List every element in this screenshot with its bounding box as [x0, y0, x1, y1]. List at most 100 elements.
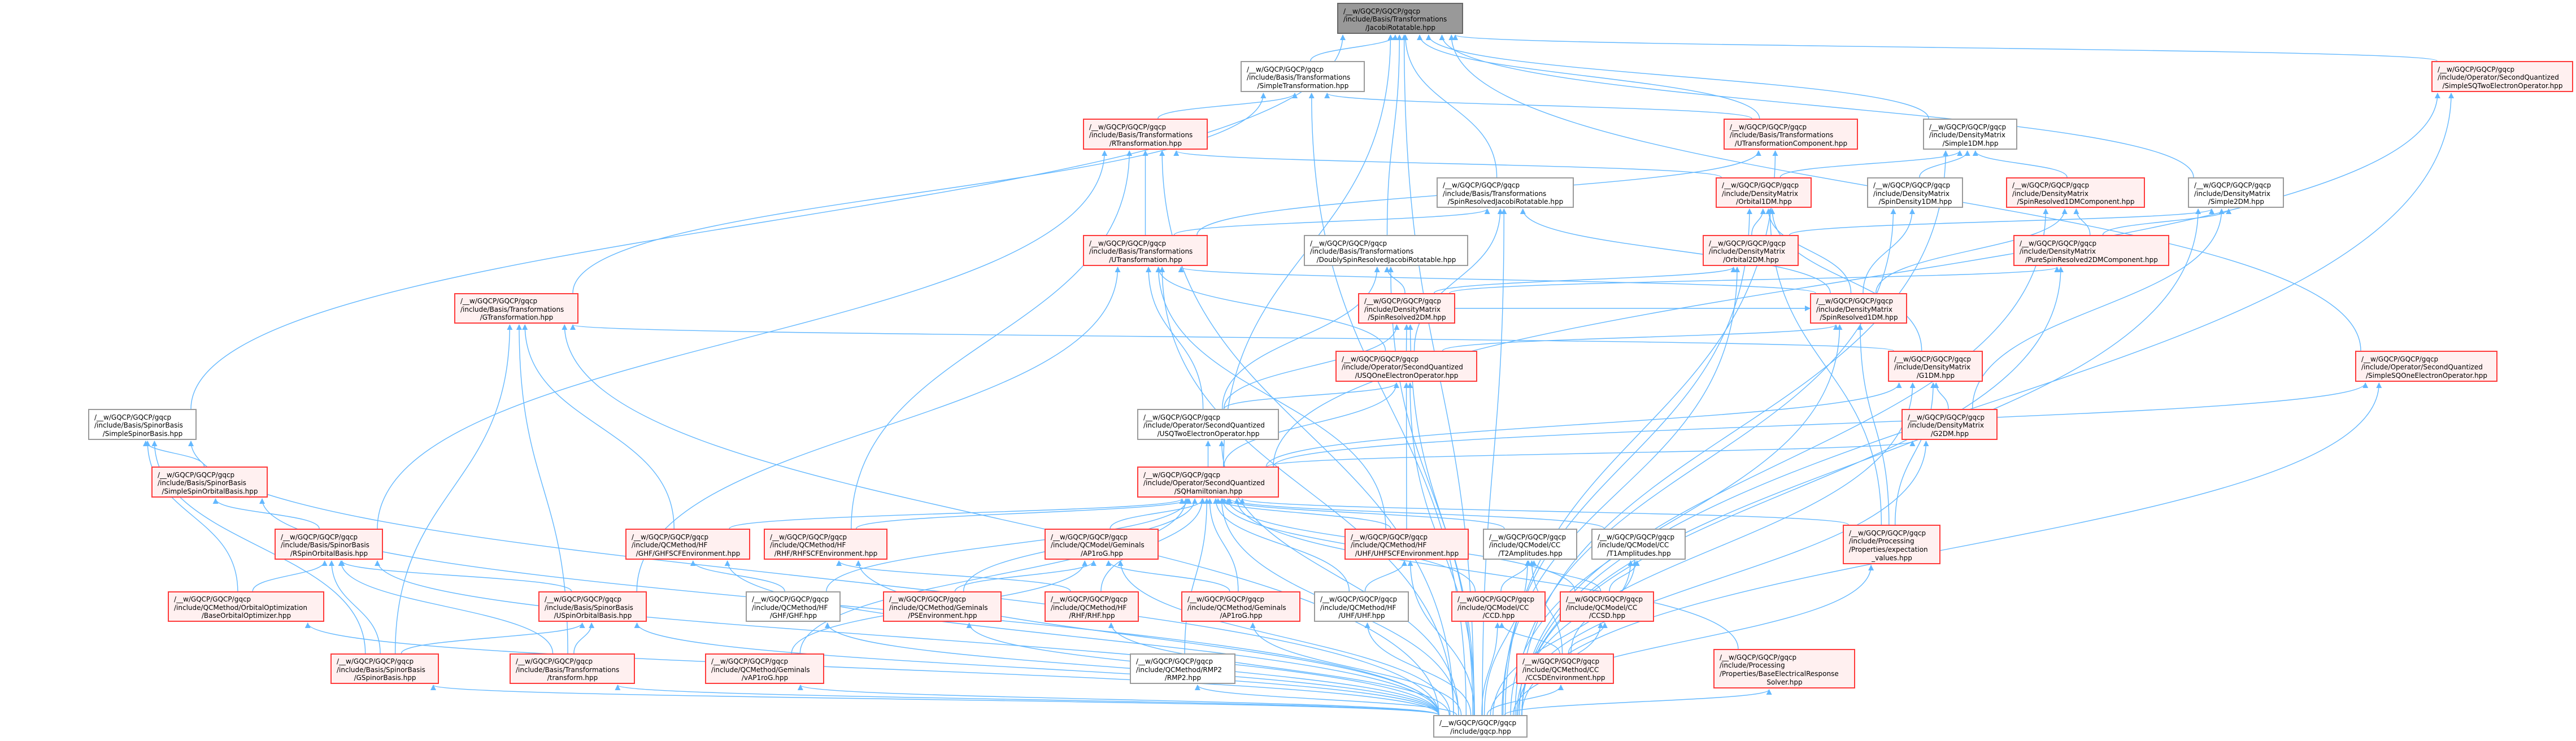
graph-node-ghf[interactable]: /__w/GQCP/GQCP/gqcp/include/QCMethod/HF/… — [746, 591, 841, 622]
node-label-line: /include/QCMethod/HF — [1351, 541, 1427, 550]
graph-node-usqone[interactable]: /__w/GQCP/GQCP/gqcp/include/Operator/Sec… — [1335, 351, 1477, 382]
graph-node-rmp2[interactable]: /__w/GQCP/GQCP/gqcp/include/QCMethod/RMP… — [1130, 653, 1235, 684]
graph-node-g2dm[interactable]: /__w/GQCP/GQCP/gqcp/include/DensityMatri… — [1901, 409, 1998, 440]
graph-node-orbital2dm[interactable]: /__w/GQCP/GQCP/gqcp/include/DensityMatri… — [1703, 235, 1799, 266]
graph-node-rtrans[interactable]: /__w/GQCP/GQCP/gqcp/include/Basis/Transf… — [1083, 119, 1208, 150]
dependency-edge — [1159, 267, 1454, 716]
graph-node-vap1rog[interactable]: /__w/GQCP/GQCP/gqcp/include/QCMethod/Gem… — [705, 653, 824, 684]
node-label-line: /JacobiRotatable.hpp — [1365, 23, 1436, 32]
node-label-line: /include/DensityMatrix — [1908, 421, 1984, 430]
dependency-edge — [1434, 267, 1737, 294]
graph-node-uhfscf[interactable]: /__w/GQCP/GQCP/gqcp/include/QCMethod/HF/… — [1344, 529, 1469, 560]
dependency-edge — [570, 324, 1894, 351]
graph-node-sr1dmcomp[interactable]: /__w/GQCP/GQCP/gqcp/include/DensityMatri… — [2006, 177, 2145, 208]
graph-node-ap1rog-model[interactable]: /__w/GQCP/GQCP/gqcp/include/QCModel/Gemi… — [1045, 529, 1159, 560]
graph-node-sqone-simple[interactable]: /__w/GQCP/GQCP/gqcp/include/Operator/Sec… — [2355, 351, 2497, 382]
graph-node-dsrjacobi[interactable]: /__w/GQCP/GQCP/gqcp/include/Basis/Transf… — [1304, 235, 1468, 266]
node-label-line: /include/Basis/SpinorBasis — [281, 541, 369, 550]
graph-node-ccsd[interactable]: /__w/GQCP/GQCP/gqcp/include/QCModel/CC/C… — [1560, 591, 1654, 622]
dependency-edge — [339, 560, 572, 592]
dependency-edge — [1222, 267, 1380, 409]
node-label-line: /__w/GQCP/GQCP/gqcp — [1187, 595, 1265, 604]
dependency-edge — [1520, 208, 1831, 294]
graph-node-sr2dm[interactable]: /__w/GQCP/GQCP/gqcp/include/DensityMatri… — [1358, 293, 1455, 324]
graph-node-t1[interactable]: /__w/GQCP/GQCP/gqcp/include/QCModel/CC/T… — [1591, 529, 1686, 560]
graph-node-rhf[interactable]: /__w/GQCP/GQCP/gqcp/include/QCMethod/HF/… — [1045, 591, 1139, 622]
dependency-edge — [954, 560, 1096, 592]
graph-node-baseopt[interactable]: /__w/GQCP/GQCP/gqcp/include/QCMethod/Orb… — [168, 591, 324, 622]
graph-node-ccd[interactable]: /__w/GQCP/GQCP/gqcp/include/QCModel/CC/C… — [1451, 591, 1546, 622]
node-label-line: /__w/GQCP/GQCP/gqcp — [281, 533, 358, 541]
graph-node-transform[interactable]: /__w/GQCP/GQCP/gqcp/include/Basis/Transf… — [510, 653, 635, 684]
node-label-line: /__w/GQCP/GQCP/gqcp — [1722, 181, 1799, 190]
dependency-edge — [1155, 267, 1386, 351]
graph-node-sqham[interactable]: /__w/GQCP/GQCP/gqcp/include/Operator/Sec… — [1137, 467, 1279, 498]
graph-node-gspinor[interactable]: /__w/GQCP/GQCP/gqcp/include/Basis/Spinor… — [330, 653, 439, 684]
graph-node-orbital1dm[interactable]: /__w/GQCP/GQCP/gqcp/include/DensityMatri… — [1716, 177, 1812, 208]
graph-node-utrans[interactable]: /__w/GQCP/GQCP/gqcp/include/Basis/Transf… — [1083, 235, 1208, 266]
graph-node-gtrans[interactable]: /__w/GQCP/GQCP/gqcp/include/Basis/Transf… — [454, 293, 578, 324]
graph-node-simplespinorb[interactable]: /__w/GQCP/GQCP/gqcp/include/Basis/Spinor… — [151, 467, 268, 498]
node-label-line: /include/DensityMatrix — [2012, 189, 2088, 198]
node-label-line: /include/DensityMatrix — [1709, 247, 1785, 256]
dependency-edge — [1769, 208, 1922, 351]
graph-node-spindensity1dm[interactable]: /__w/GQCP/GQCP/gqcp/include/DensityMatri… — [1867, 177, 1963, 208]
node-label-line: /include/DensityMatrix — [2020, 247, 2096, 256]
graph-node-bers[interactable]: /__w/GQCP/GQCP/gqcp/include/Processing/P… — [1713, 649, 1855, 688]
graph-node-pure2dmcomp[interactable]: /__w/GQCP/GQCP/gqcp/include/DensityMatri… — [2013, 235, 2169, 266]
graph-node-jacobi: /__w/GQCP/GQCP/gqcp/include/Basis/Transf… — [1337, 3, 1463, 34]
node-label-line: /__w/GQCP/GQCP/gqcp — [516, 657, 593, 666]
dependency-edge — [1426, 34, 1929, 119]
graph-node-simplespinor[interactable]: /__w/GQCP/GQCP/gqcp/include/Basis/Spinor… — [88, 409, 197, 440]
graph-node-ccsdenv[interactable]: /__w/GQCP/GQCP/gqcp/include/QCMethod/CC/… — [1516, 653, 1614, 684]
graph-node-ap1rog-method[interactable]: /__w/GQCP/GQCP/gqcp/include/QCMethod/Gem… — [1181, 591, 1300, 622]
node-label-line: /__w/GQCP/GQCP/gqcp — [711, 657, 789, 666]
graph-node-uhf[interactable]: /__w/GQCP/GQCP/gqcp/include/QCMethod/HF/… — [1314, 591, 1409, 622]
dependency-edge — [328, 560, 381, 654]
graph-node-simple2dm[interactable]: /__w/GQCP/GQCP/gqcp/include/DensityMatri… — [2188, 177, 2284, 208]
node-label-line: /include/Basis/SpinorBasis — [94, 421, 183, 430]
dependency-edge — [1402, 34, 1498, 178]
graph-node-sqtwo-simple[interactable]: /__w/GQCP/GQCP/gqcp/include/Operator/Sec… — [2431, 61, 2573, 92]
node-label-line: /include/QCMethod/HF — [1320, 603, 1396, 612]
node-label-line: /UTransformation.hpp — [1109, 255, 1182, 264]
graph-node-sr1dm[interactable]: /__w/GQCP/GQCP/gqcp/include/DensityMatri… — [1810, 293, 1907, 324]
node-label-line: /__w/GQCP/GQCP/gqcp — [1816, 297, 1894, 306]
node-label-line: /__w/GQCP/GQCP/gqcp — [1051, 595, 1128, 604]
graph-node-srjacobi[interactable]: /__w/GQCP/GQCP/gqcp/include/Basis/Transf… — [1437, 177, 1574, 208]
graph-node-uspin[interactable]: /__w/GQCP/GQCP/gqcp/include/Basis/Spinor… — [538, 591, 647, 622]
node-label-line: /T2Amplitudes.hpp — [1498, 549, 1563, 557]
dependency-edge — [1146, 267, 1204, 409]
graph-node-expval[interactable]: /__w/GQCP/GQCP/gqcp/include/Processing/P… — [1843, 525, 1940, 564]
graph-node-ghfscf[interactable]: /__w/GQCP/GQCP/gqcp/include/QCMethod/HF/… — [625, 529, 750, 560]
dependency-edge — [1417, 34, 1760, 119]
graph-node-rhfscf[interactable]: /__w/GQCP/GQCP/gqcp/include/QCMethod/HF/… — [764, 529, 887, 560]
node-label-line: /__w/GQCP/GQCP/gqcp — [2020, 239, 2097, 247]
graph-node-utranscomp[interactable]: /__w/GQCP/GQCP/gqcp/include/Basis/Transf… — [1724, 119, 1858, 150]
dependency-edge — [1226, 498, 1605, 529]
graph-node-simple1dm[interactable]: /__w/GQCP/GQCP/gqcp/include/DensityMatri… — [1923, 119, 2017, 150]
dependency-edge — [252, 560, 328, 592]
node-label-line: /include/DensityMatrix — [1894, 363, 1970, 372]
graph-node-psenv[interactable]: /__w/GQCP/GQCP/gqcp/include/QCMethod/Gem… — [883, 591, 1002, 622]
graph-node-g1dm[interactable]: /__w/GQCP/GQCP/gqcp/include/DensityMatri… — [1888, 351, 1983, 382]
node-label-line: /RHF/RHF.hpp — [1069, 612, 1115, 620]
node-label-line: /Properties/expectation — [1849, 546, 1928, 553]
node-label-line: /include/Basis/Transformations — [1730, 131, 1834, 140]
dependency-edge — [1779, 150, 1963, 178]
node-label-line: /CCSDEnvironment.hpp — [1525, 674, 1605, 682]
dependency-edge — [724, 560, 1439, 716]
node-label-line: /AP1roG.hpp — [1220, 612, 1263, 620]
dependency-edge — [1513, 565, 1874, 716]
graph-node-gqcp[interactable]: /__w/GQCP/GQCP/gqcp/include/gqcp.hpp — [1433, 715, 1528, 738]
dependency-edge — [1267, 441, 1915, 467]
graph-node-t2[interactable]: /__w/GQCP/GQCP/gqcp/include/QCModel/CC/T… — [1483, 529, 1577, 560]
node-label-line: /include/QCMethod/HF — [632, 541, 708, 550]
graph-node-rspin[interactable]: /__w/GQCP/GQCP/gqcp/include/Basis/Spinor… — [275, 529, 383, 560]
node-label-line: /UHF/UHF.hpp — [1338, 612, 1385, 620]
node-label-line: /include/Operator/SecondQuantized — [1143, 421, 1265, 430]
node-label-line: /include/Basis/SpinorBasis — [545, 603, 633, 612]
graph-node-usqtwo[interactable]: /__w/GQCP/GQCP/gqcp/include/Operator/Sec… — [1137, 409, 1279, 440]
graph-node-simpletrans[interactable]: /__w/GQCP/GQCP/gqcp/include/Basis/Transf… — [1241, 61, 1365, 92]
dependency-edge — [1178, 267, 1816, 294]
